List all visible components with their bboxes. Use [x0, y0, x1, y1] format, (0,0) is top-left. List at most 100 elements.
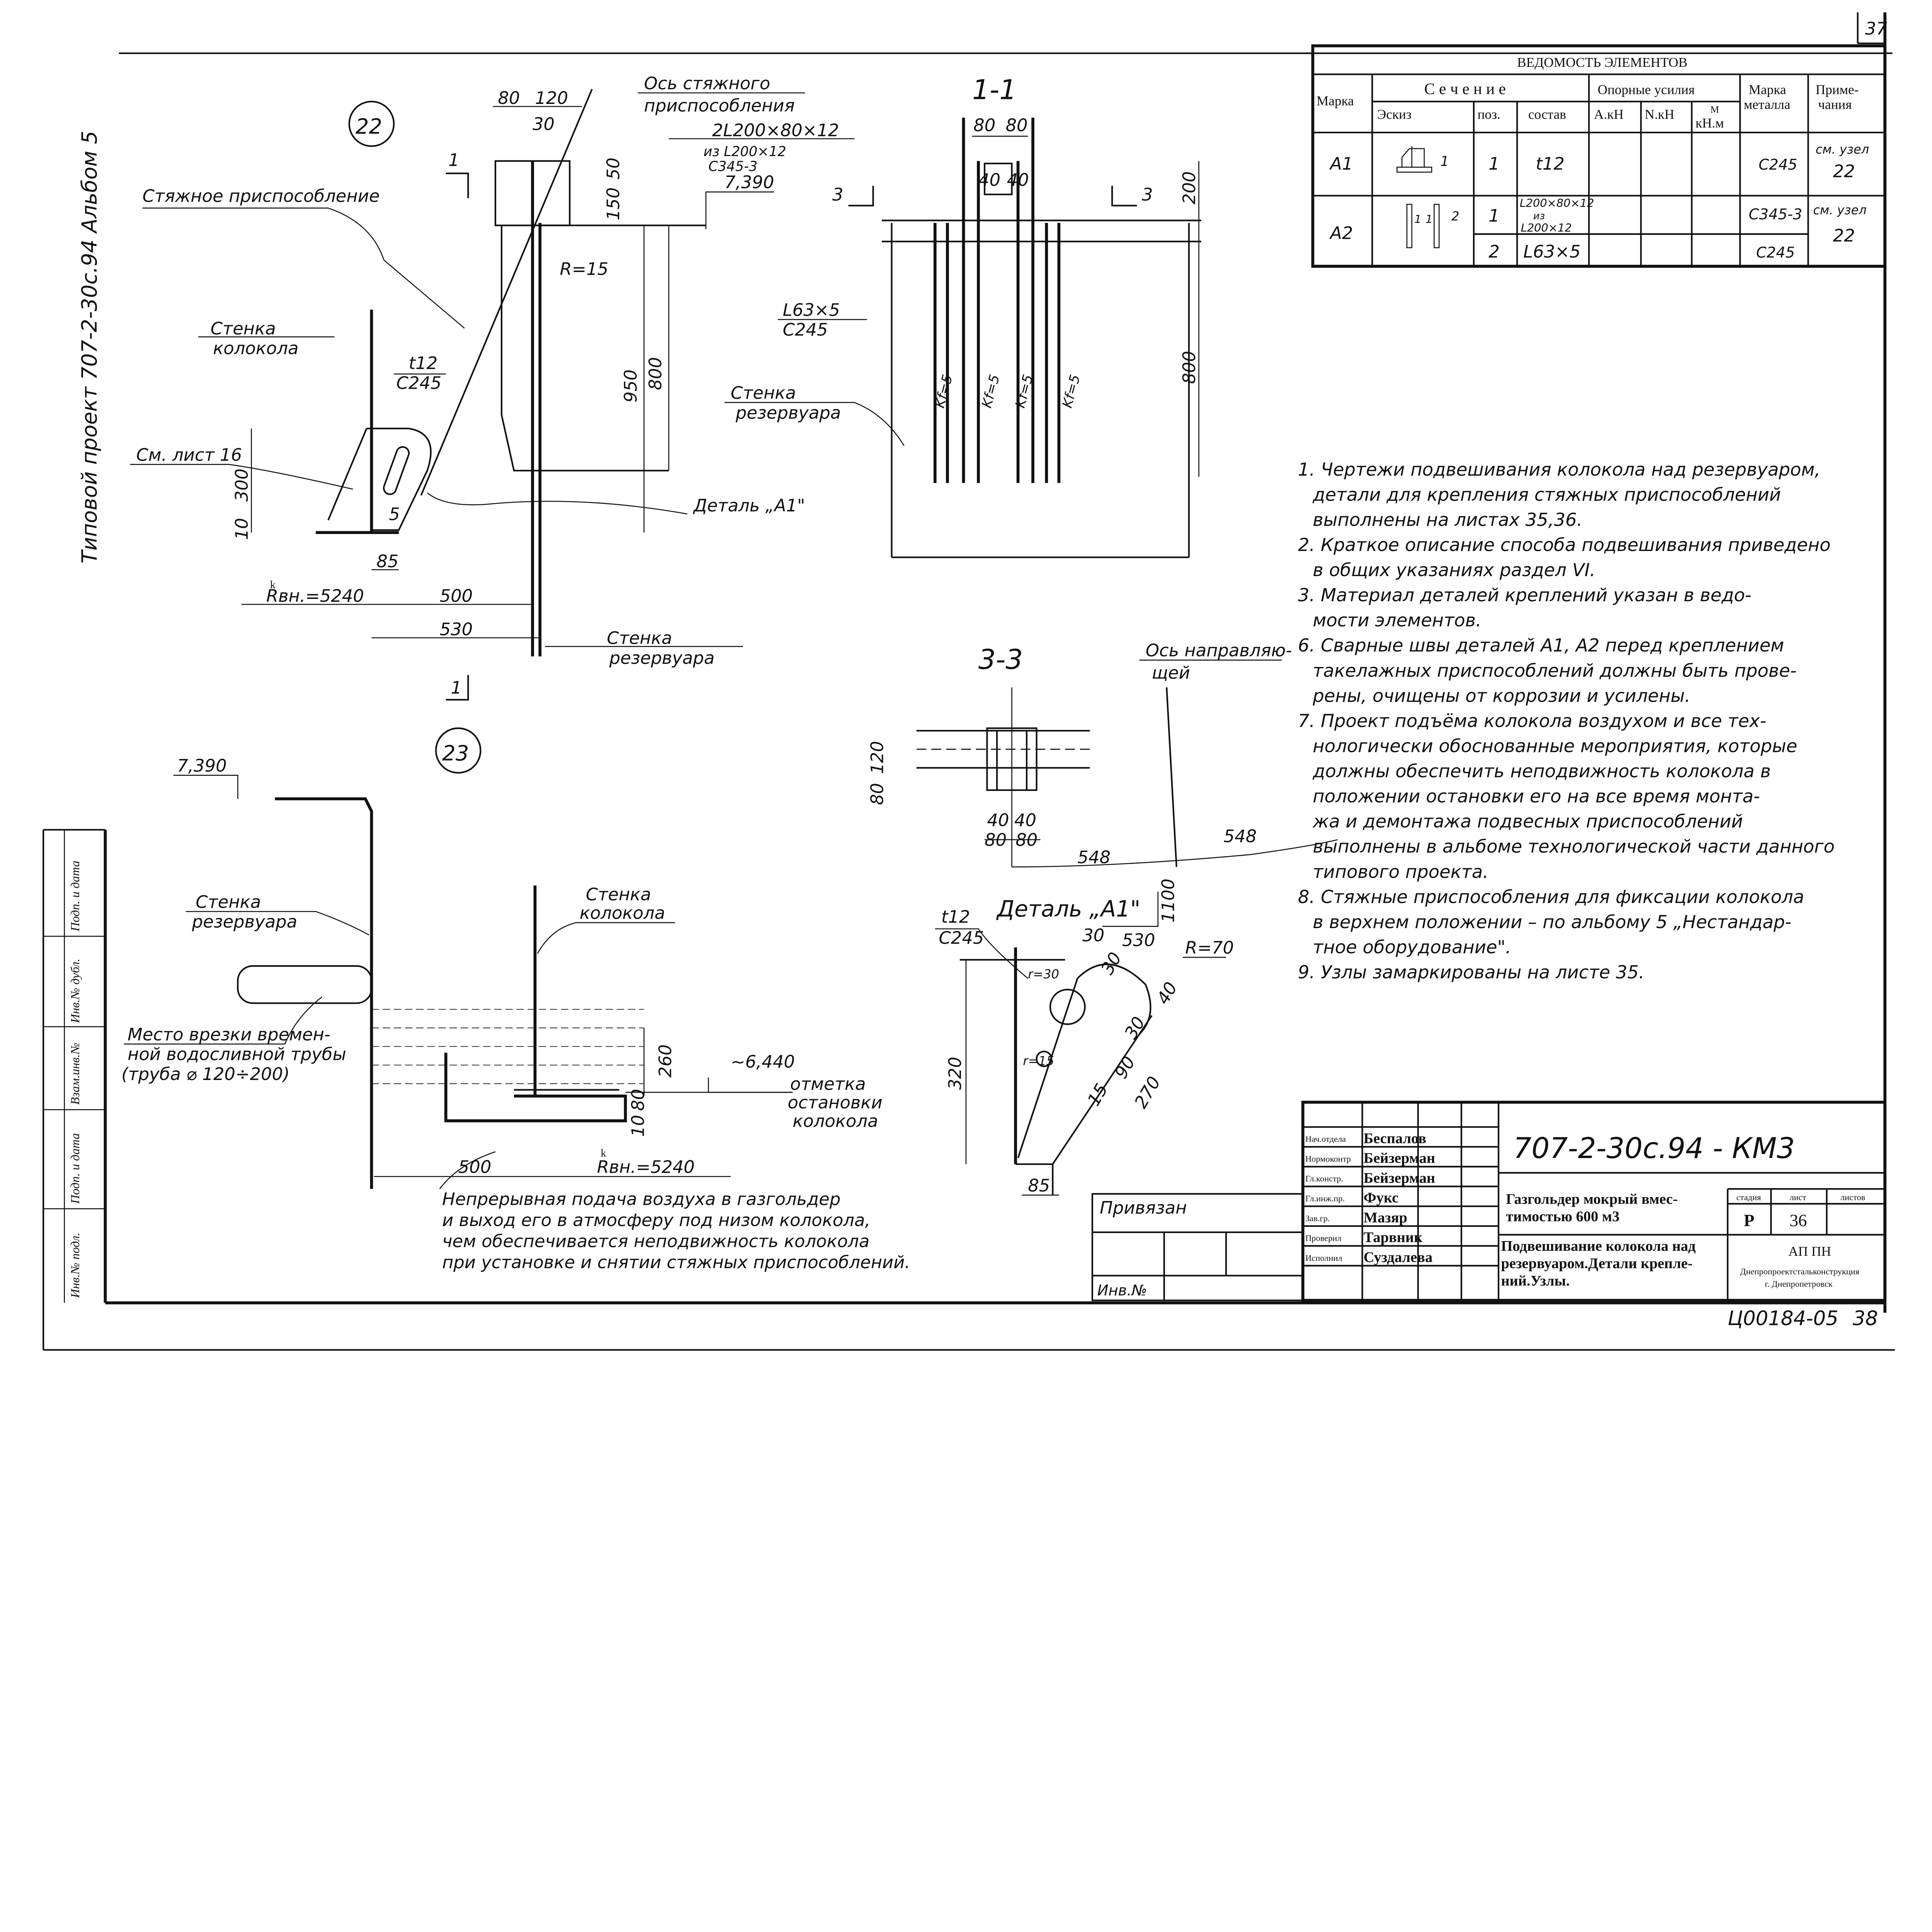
dim-548-left: 548	[1077, 847, 1111, 867]
weld-kf-2: Kf=5	[979, 373, 1003, 410]
th-composition: состав	[1528, 107, 1566, 122]
side-stamp-dup: Инв.№ дубл.	[68, 959, 82, 1024]
signer-role: Зав.гр.	[1305, 1213, 1330, 1223]
sketch-a2	[1406, 204, 1440, 248]
detail-plate-t12: t12	[941, 906, 970, 927]
table-row: А1 1 1 t12 С245 см. узел 22	[1329, 142, 1869, 181]
cell-steel: С245	[1756, 244, 1795, 262]
th-notes-1: Приме-	[1816, 82, 1859, 97]
detail-dim-15: 15	[1083, 1080, 1112, 1109]
th-notes-2: чания	[1818, 97, 1852, 112]
th-pos: поз.	[1478, 107, 1500, 122]
caption-line-4: при установке и снятии стяжных приспособ…	[442, 1252, 910, 1272]
sheet-value: 36	[1789, 1211, 1807, 1230]
note-line: в верхнем положении – по альбому 5 „Нест…	[1313, 912, 1791, 932]
dim-500: 500	[440, 586, 473, 606]
note-line: 3. Материал деталей креплений указан в в…	[1298, 585, 1752, 605]
section-1-1-title: 1-1	[972, 74, 1017, 105]
stage-label: стадия	[1736, 1192, 1761, 1202]
pipe-label-3: (труба ⌀ 120÷200)	[121, 1064, 290, 1084]
side-stamp-replace: Взам.инв.№	[68, 1043, 82, 1105]
signer-name: Мазяр	[1364, 1209, 1407, 1226]
section-3-3: 3-3 120 80 40 40 80 80 548 548 Ось напра…	[867, 640, 1338, 867]
label-tank-wall-s11-1: Стенка	[731, 383, 796, 403]
sketch-a2-label-1b: 1	[1425, 213, 1432, 226]
caption-line-1: Непрерывная подача воздуха в газгольдер	[442, 1189, 840, 1209]
label-rvn-k: k	[270, 578, 276, 591]
dim-40-left: 40	[978, 170, 1000, 190]
th-mark: Марка	[1316, 93, 1354, 108]
sketch-a1-label: 1	[1440, 153, 1449, 169]
section-mark-bottom: 1	[451, 677, 462, 698]
section-3-mark-right: 3	[1142, 184, 1153, 205]
cell-steel: С245	[1759, 156, 1797, 173]
detail-dim-30a: 30	[1082, 925, 1104, 946]
signer-role: Гл.инж.пр.	[1305, 1194, 1345, 1203]
table-title: ВЕДОМОСТЬ ЭЛЕМЕНТОВ	[1517, 55, 1687, 70]
dim-50: 50	[603, 158, 624, 180]
th-forces: Опорные усилия	[1598, 82, 1695, 97]
dim-80-left: 80	[973, 115, 995, 136]
dim-80-right: 80	[1006, 115, 1028, 136]
note-line: в общих указаниях раздел VI.	[1313, 560, 1595, 580]
note-line: выполнены в альбоме технологической част…	[1313, 836, 1835, 857]
th-a: А.кН	[1594, 107, 1624, 122]
cell-steel: С345-3	[1749, 206, 1803, 223]
label-profile-2: из L200×12	[704, 144, 786, 160]
label-bell-wall-2: колокола	[213, 338, 298, 359]
signer-name: Бейзерман	[1364, 1170, 1435, 1186]
dim-40a: 40	[987, 810, 1009, 830]
stop-label-1: отметка	[790, 1074, 866, 1094]
note-line: должны обеспечить неподвижность колокола…	[1312, 761, 1770, 782]
sheet-title-2: резервуаром.Детали крепле-	[1501, 1255, 1693, 1272]
sheet-label: лист	[1789, 1192, 1806, 1202]
node-23-bell-wall-1: Стенка	[586, 884, 651, 905]
caption-line-2: и выход его в атмосферу под низом колоко…	[442, 1210, 870, 1230]
dim-800-s11: 800	[1179, 351, 1199, 384]
detail-plate-c245: С245	[939, 927, 984, 948]
label-tie-axis-1: Ось стяжного	[644, 73, 770, 94]
cell-pos: 1	[1489, 206, 1500, 226]
label-l63x5: L63×5	[783, 299, 840, 320]
dim-950: 950	[620, 369, 641, 403]
section-3-3-title: 3-3	[978, 644, 1023, 675]
dim-530: 530	[440, 619, 473, 639]
cell-composition: t12	[1536, 153, 1565, 174]
section-3-mark-left: 3	[832, 184, 844, 205]
inv-label: Инв.№	[1097, 1282, 1147, 1299]
object-name-2: тимостью 600 м3	[1506, 1208, 1619, 1225]
node-23-tank-wall-1: Стенка	[196, 891, 261, 912]
pipe-label-1: Место врезки времен-	[128, 1024, 330, 1044]
note-line: 6. Сварные швы деталей А1, А2 перед креп…	[1298, 635, 1784, 656]
label-guide-axis-2: щей	[1152, 662, 1190, 683]
node-23-tank-wall-2: резервуара	[192, 912, 297, 932]
th-sketch: Эскиз	[1377, 107, 1412, 122]
sheets-label: листов	[1840, 1192, 1865, 1202]
signer-role: Проверил	[1305, 1233, 1341, 1243]
note-line: 7. Проект подъёма колокола воздухом и вс…	[1298, 710, 1766, 731]
cell-composition: L63×5	[1523, 242, 1580, 262]
label-detail-a1: Деталь „А1"	[693, 495, 805, 516]
detail-dim-530: 530	[1122, 930, 1155, 951]
th-n: N.кН	[1645, 107, 1674, 122]
sheet-title-1: Подвешивание колокола над	[1501, 1238, 1696, 1254]
dim-5: 5	[389, 504, 400, 524]
notes: 1. Чертежи подвешивания колокола над рез…	[1298, 459, 1835, 983]
note-line: 1. Чертежи подвешивания колокола над рез…	[1298, 459, 1820, 480]
pipe-label-2: ной водосливной трубы	[128, 1044, 346, 1065]
water-level	[371, 1009, 644, 1084]
org-3: г. Днепропетровск	[1765, 1279, 1832, 1289]
note-line: такелажных приспособлений должны быть пр…	[1313, 660, 1796, 681]
elements-table: ВЕДОМОСТЬ ЭЛЕМЕНТОВ Марка С е ч е н и е …	[1311, 44, 1887, 268]
label-tank-wall-1: Стенка	[607, 628, 672, 648]
detail-r15: r=15	[1023, 1053, 1054, 1068]
detail-dim-40: 40	[1153, 978, 1181, 1008]
drawing-code: 707-2-30с.94 - КМ3	[1514, 1132, 1795, 1165]
drawing-sheet: 37 Типовой проект 707-2-30с.94 Альбом 5 …	[43, 12, 1895, 1351]
signer-name: Беспалов	[1364, 1130, 1426, 1146]
sheet-title-3: ний.Узлы.	[1501, 1273, 1570, 1289]
object-name-1: Газгольдер мокрый вмес-	[1506, 1191, 1677, 1207]
th-steel-1: Марка	[1749, 82, 1786, 97]
dim-80a: 80	[985, 830, 1007, 850]
